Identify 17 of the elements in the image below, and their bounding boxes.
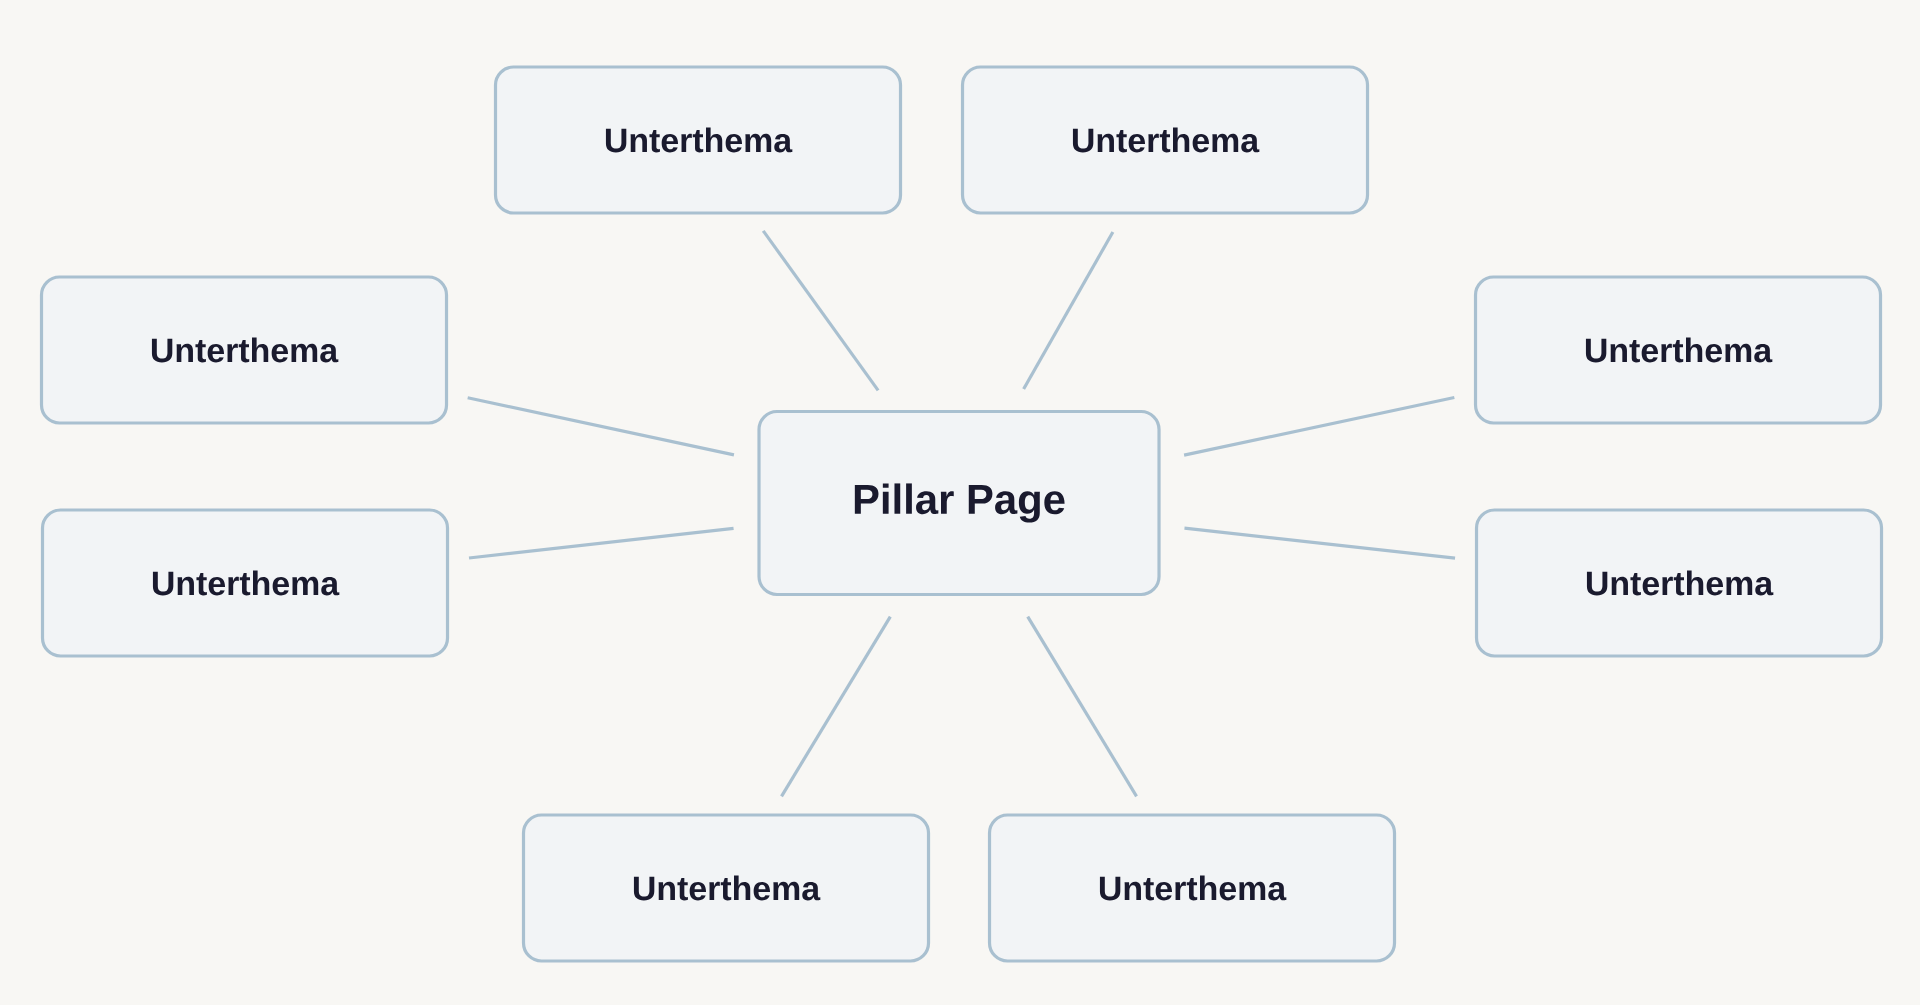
central-topic-box: Pillar Page — [757, 409, 1161, 597]
subtopic-box: Unterthema — [521, 813, 931, 963]
connector-line — [1026, 615, 1138, 798]
connector-line — [1184, 526, 1456, 560]
connector-line — [468, 526, 734, 560]
subtopic-box: Unterthema — [987, 813, 1397, 963]
connector-line — [780, 615, 892, 798]
connector-line — [1183, 395, 1455, 457]
subtopic-box: Unterthema — [1474, 508, 1884, 658]
connector-line — [467, 396, 735, 457]
subtopic-box: Unterthema — [493, 65, 903, 215]
subtopic-box: Unterthema — [1473, 275, 1883, 425]
subtopic-box: Unterthema — [960, 65, 1370, 215]
connector-line — [1022, 231, 1115, 390]
subtopic-box: Unterthema — [39, 275, 449, 425]
subtopic-box: Unterthema — [40, 508, 450, 658]
connector-line — [761, 229, 880, 392]
